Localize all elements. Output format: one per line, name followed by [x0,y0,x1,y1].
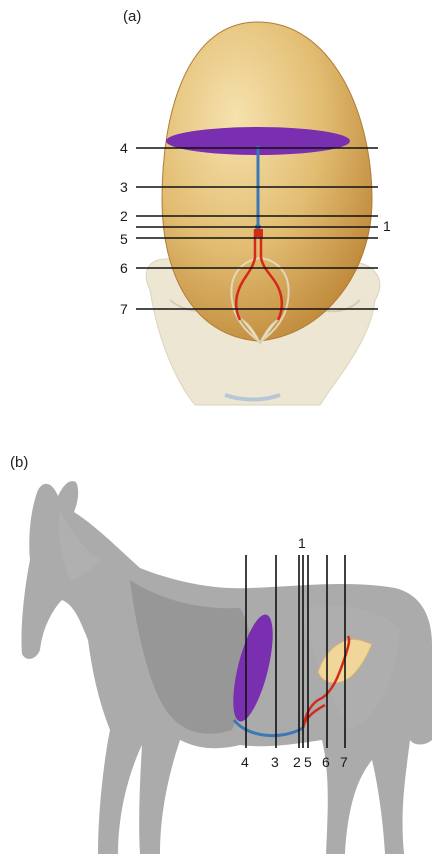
panel-b-label: (b) [10,454,28,471]
line-label-4: 4 [241,754,249,770]
line-label-1: 1 [298,535,306,551]
panel-a-label: (a) [123,8,141,25]
line-label-3: 3 [271,754,279,770]
line-label-2: 2 [293,754,301,770]
line-label-2: 2 [120,208,128,224]
line-label-5: 5 [120,231,128,247]
panel-b-diagram: 1 4 3 2 5 6 7 [0,440,432,854]
line-label-7: 7 [120,301,128,317]
panel-a: (a) [0,0,432,410]
panel-b: (b) 1 [0,440,432,854]
line-label-1: 1 [383,218,391,234]
panel-a-diagram: 4 3 2 1 5 6 7 [0,0,432,410]
line-label-3: 3 [120,179,128,195]
line-label-4: 4 [120,140,128,156]
line-label-6: 6 [322,754,330,770]
egg-shape [162,22,372,341]
line-label-6: 6 [120,260,128,276]
line-label-7: 7 [340,754,348,770]
horse-silhouette [21,481,432,854]
line-label-5: 5 [304,754,312,770]
